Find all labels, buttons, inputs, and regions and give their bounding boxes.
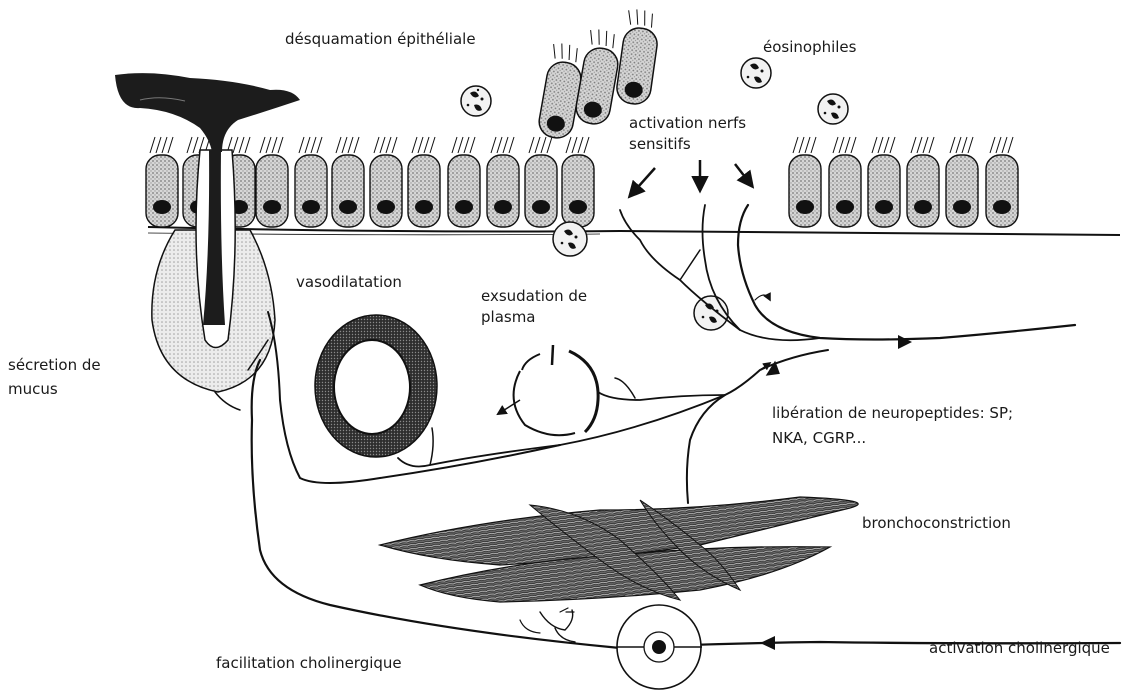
epithelial-cell (562, 137, 594, 227)
epithelial-cell (829, 137, 861, 227)
exudation-vessel (498, 345, 598, 435)
label-eosinophiles: éosinophiles (763, 38, 857, 56)
activation-arrows (630, 160, 752, 196)
mucus-gland (115, 73, 300, 392)
epithelial-cell (525, 137, 557, 227)
epithelial-cell (408, 137, 440, 227)
label-exsudation-2: plasma (481, 308, 536, 326)
epithelial-cell (946, 137, 978, 227)
epithelial-cell (907, 137, 939, 227)
epithelial-cell (986, 137, 1018, 227)
epithelial-cell (146, 137, 178, 227)
epithelial-cell (295, 137, 327, 227)
label-liberation-1: libération de neuropeptides: SP; (772, 404, 1013, 422)
label-vasodilatation: vasodilatation (296, 273, 402, 291)
label-exsudation-1: exsudation de (481, 287, 587, 305)
cholinergic-ganglion (617, 605, 702, 689)
epithelial-cell (332, 137, 364, 227)
label-desquamation: désquamation épithéliale (285, 30, 476, 48)
label-liberation-2: NKA, CGRP... (772, 429, 866, 447)
label-secretion-1: sécretion de (8, 356, 101, 374)
epithelial-cell (370, 137, 402, 227)
smooth-muscle (380, 497, 858, 602)
nerve-arrowheads (760, 335, 912, 650)
label-bronchoconstriction: bronchoconstriction (862, 514, 1011, 532)
label-facilitation-cholinergique: facilitation cholinergique (216, 654, 402, 672)
epithelial-cell (448, 137, 480, 227)
epithelium-right (789, 137, 1018, 227)
epithelial-cell (868, 137, 900, 227)
epithelial-cell (789, 137, 821, 227)
label-activation-nerfs-1: activation nerfs (629, 114, 746, 132)
epithelial-cell (256, 137, 288, 227)
label-activation-cholinergique: activation cholinergique (929, 639, 1110, 657)
label-activation-nerfs-2: sensitifs (629, 135, 691, 153)
label-secretion-2: mucus (8, 380, 58, 398)
dilated-vessel (315, 315, 437, 457)
epithelial-cell (487, 137, 519, 227)
